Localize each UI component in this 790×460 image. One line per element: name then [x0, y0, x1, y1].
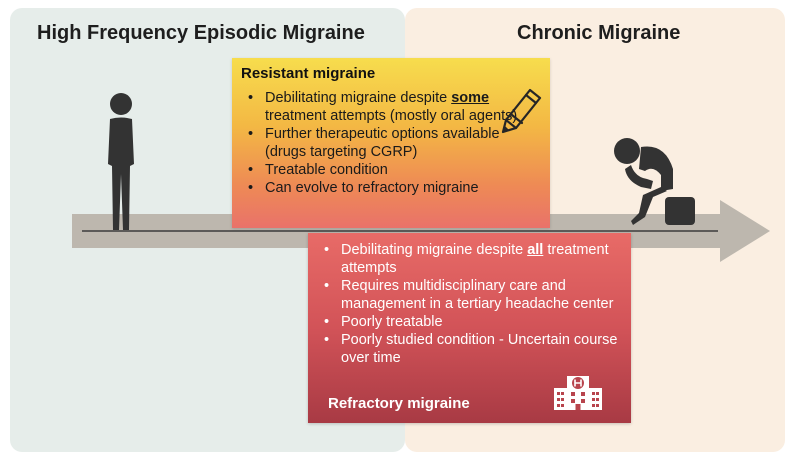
- arrow-head: [720, 200, 770, 262]
- resistant-list: Debilitating migraine despite some treat…: [246, 89, 536, 197]
- list-item: Further therapeutic options available (d…: [246, 125, 536, 161]
- list-item: Can evolve to refractory migraine: [246, 179, 536, 197]
- list-item: Treatable condition: [246, 161, 536, 179]
- list-item: Debilitating migraine despite some treat…: [246, 89, 536, 125]
- refractory-migraine-box: Debilitating migraine despite all treatm…: [308, 233, 631, 423]
- refractory-list: Debilitating migraine despite all treatm…: [322, 241, 622, 367]
- resistant-migraine-box: Resistant migraine Debilitating migraine…: [232, 58, 550, 228]
- sitting-distressed-person-icon: [614, 138, 695, 225]
- standing-person-icon: [108, 93, 134, 230]
- hospital-icon: [554, 376, 602, 410]
- chronic-title: Chronic Migraine: [517, 22, 681, 44]
- emphasis-some: some: [451, 90, 490, 106]
- pen-icon: [501, 88, 542, 134]
- list-item: Poorly treatable: [322, 313, 622, 331]
- list-item: Debilitating migraine despite all treatm…: [322, 241, 622, 277]
- episodic-title: High Frequency Episodic Migraine: [37, 22, 365, 44]
- refractory-title: Refractory migraine: [328, 395, 470, 412]
- list-item: Poorly studied condition - Uncertain cou…: [322, 331, 622, 367]
- emphasis-all: all: [527, 242, 544, 258]
- list-item: Requires multidisciplinary care and mana…: [322, 277, 622, 313]
- resistant-title: Resistant migraine: [241, 65, 376, 82]
